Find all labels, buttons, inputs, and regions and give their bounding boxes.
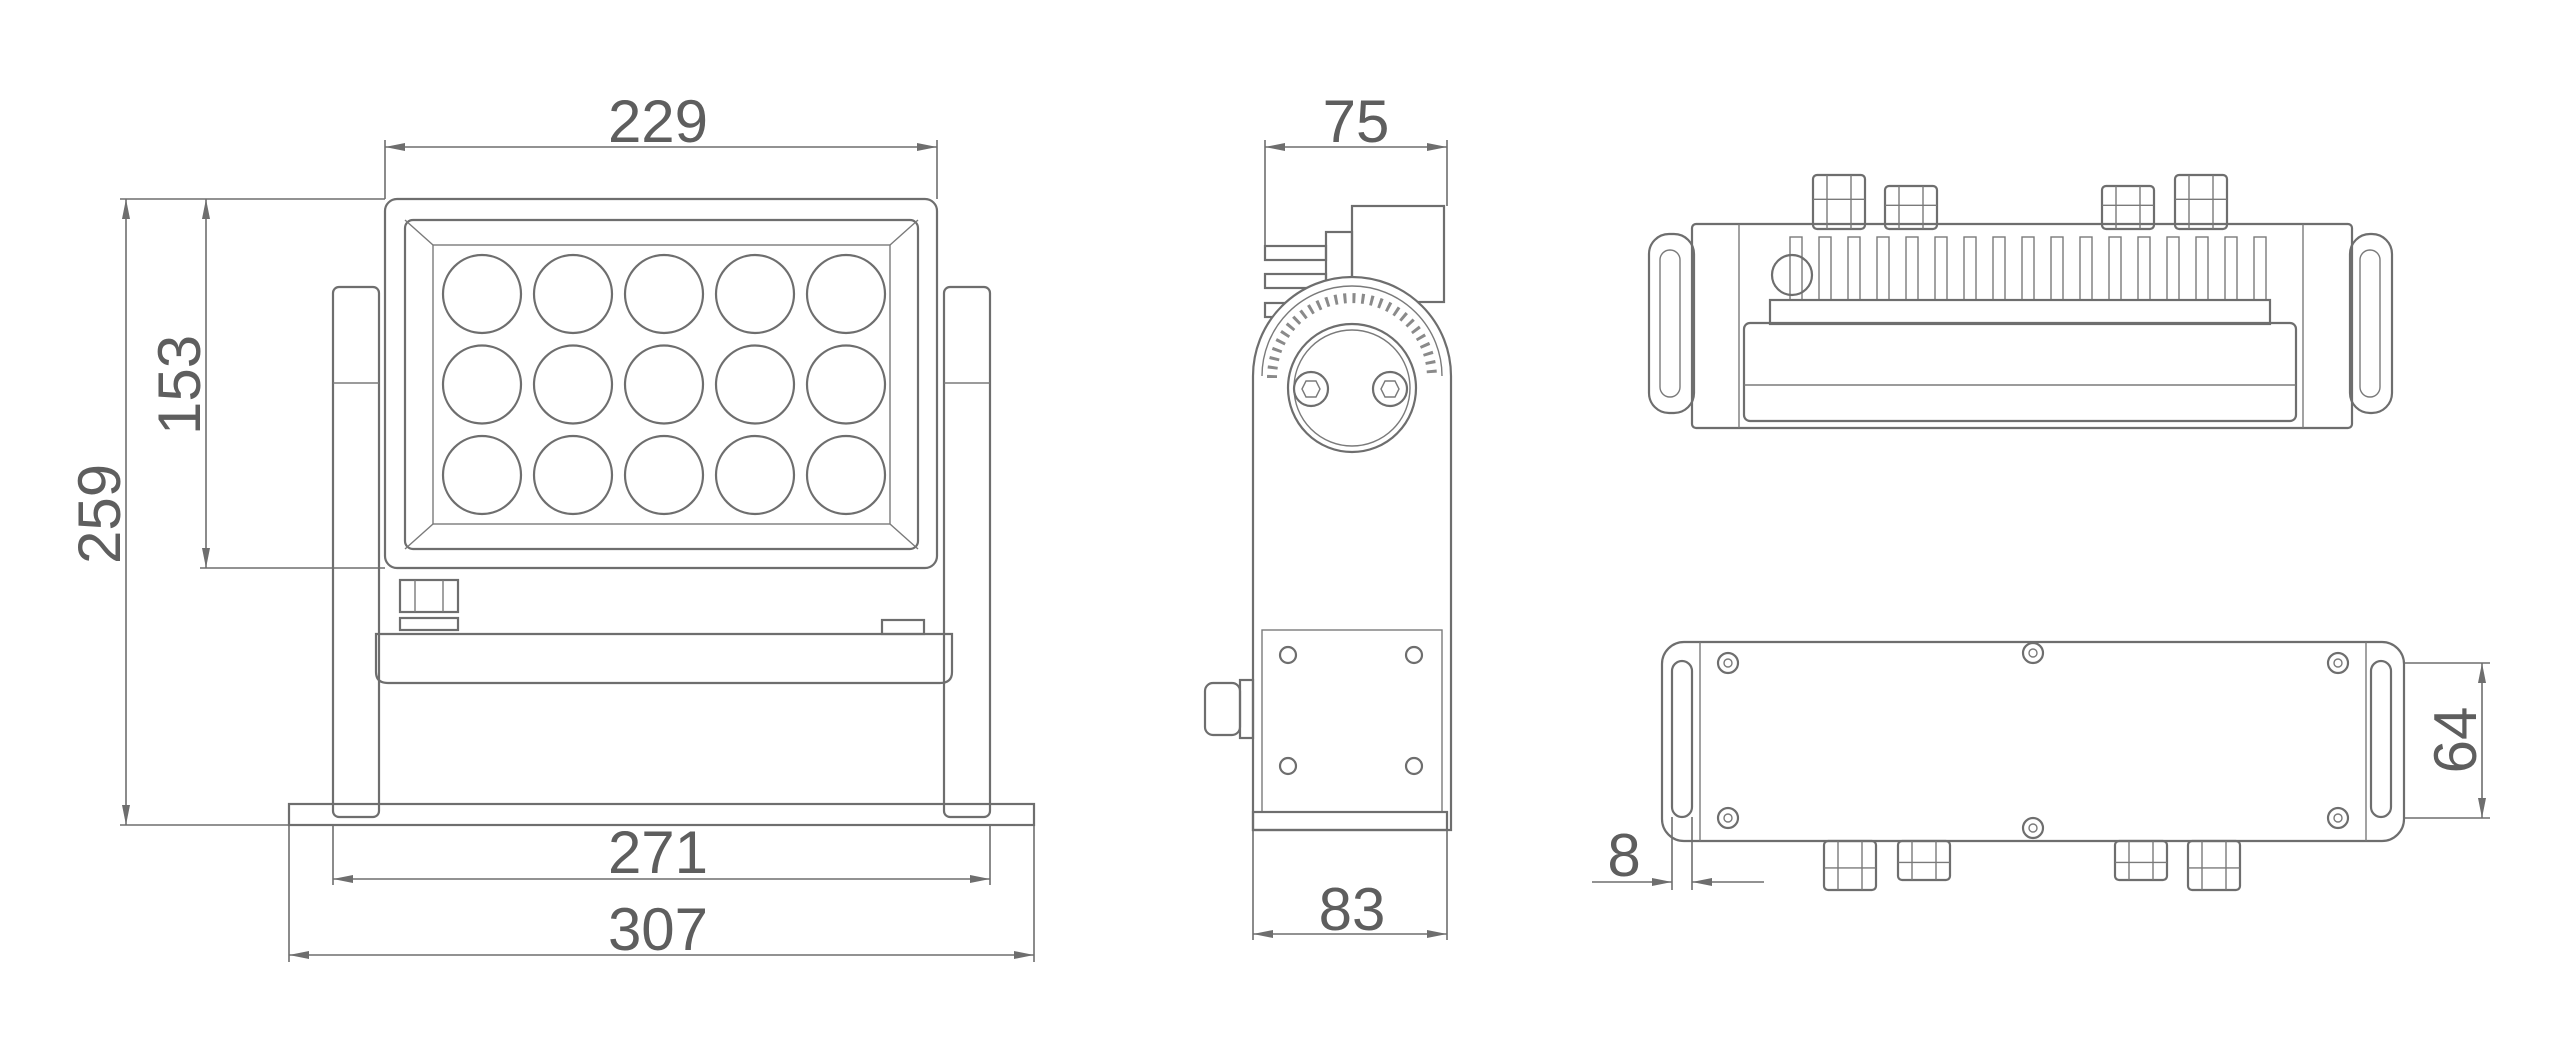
bottom-body	[1660, 640, 2406, 843]
screw	[2326, 806, 2350, 830]
fin	[1847, 236, 1861, 301]
bracket-right	[942, 285, 992, 819]
dim-label: 75	[1323, 88, 1390, 155]
top-body	[1690, 222, 2354, 430]
side-view: 75 83	[1203, 88, 1453, 943]
cable-gland	[2113, 839, 2169, 882]
cable-gland	[1883, 184, 1939, 231]
mount-slot-right	[2369, 659, 2393, 819]
led-lens	[623, 253, 705, 335]
led-lens	[805, 434, 887, 516]
dim-label: 307	[608, 896, 708, 963]
side-screws	[1278, 645, 1424, 776]
led-lens	[623, 434, 705, 516]
led-lens	[441, 434, 523, 516]
screw	[2326, 651, 2350, 675]
fin	[1963, 236, 1977, 301]
dim-75: 75	[1264, 88, 1448, 246]
dim-label: 153	[146, 335, 213, 435]
cable-glands-top	[1811, 173, 2229, 231]
dim-259: 259	[66, 198, 385, 826]
cable-gland	[1822, 839, 1878, 892]
cable-gland	[1811, 173, 1867, 231]
dim-label: 64	[2422, 707, 2489, 774]
lens-panel	[432, 244, 891, 525]
housing-bottom-cover	[374, 632, 954, 685]
driver-box	[1742, 321, 2298, 423]
cable-gland	[1896, 839, 1952, 882]
bottom-screws	[1716, 641, 2350, 840]
led-lens	[623, 344, 705, 425]
fin	[1818, 236, 1832, 301]
cable-gland-side	[1203, 678, 1255, 740]
housing-bezel	[403, 218, 920, 551]
cable-gland	[2173, 173, 2229, 231]
top-view	[1647, 173, 2394, 430]
dim-label: 259	[66, 464, 133, 564]
fin	[2253, 236, 2267, 301]
fin	[2195, 236, 2209, 301]
handle-right	[2348, 232, 2394, 415]
dim-83: 83	[1252, 830, 1448, 943]
cable-gland	[2186, 839, 2242, 892]
bottom-view: 64 8	[1592, 640, 2490, 892]
fin	[1905, 236, 1919, 301]
screw	[2021, 816, 2045, 840]
led-lens	[532, 434, 614, 516]
fin	[1992, 236, 2006, 301]
led-array	[441, 253, 887, 516]
bezel-corners	[404, 219, 919, 550]
fin	[2108, 236, 2122, 301]
led-lens	[532, 253, 614, 335]
dim-307: 307	[288, 825, 1035, 963]
front-view: 229 259 153 271 307	[66, 88, 1036, 963]
dim-label: 8	[1607, 822, 1640, 889]
heatsink-fins	[1789, 236, 2267, 301]
dim-8: 8	[1592, 817, 1764, 890]
cable-glands-bottom	[1822, 839, 2242, 892]
dim-153: 153	[146, 199, 385, 569]
vent-valve	[880, 618, 926, 636]
side-bracket	[1251, 275, 1453, 832]
base-plate	[287, 802, 1036, 827]
screw	[1716, 651, 1740, 675]
fin	[2079, 236, 2093, 301]
side-base	[1251, 810, 1449, 832]
led-lens	[714, 344, 796, 425]
screw	[1716, 806, 1740, 830]
dim-label: 83	[1319, 876, 1386, 943]
dim-label: 271	[608, 819, 708, 886]
fin	[2137, 236, 2151, 301]
led-lens	[714, 434, 796, 516]
bracket-left	[331, 285, 381, 819]
tilt-hub	[1286, 322, 1418, 454]
led-lens	[805, 344, 887, 425]
dim-229: 229	[384, 88, 938, 199]
cable-gland-front	[398, 578, 460, 632]
mount-slot-left	[1670, 659, 1694, 819]
dim-64: 64	[2404, 662, 2490, 819]
led-lens	[805, 253, 887, 335]
led-lens	[532, 344, 614, 425]
fin	[1876, 236, 1890, 301]
cable-gland	[2100, 184, 2156, 231]
housing	[383, 197, 939, 570]
fin	[2021, 236, 2035, 301]
fin	[2166, 236, 2180, 301]
led-lens	[441, 344, 523, 425]
dim-271: 271	[332, 819, 991, 886]
hex-bolt-icon	[1292, 370, 1409, 408]
screw	[2021, 641, 2045, 665]
fin	[1789, 236, 1803, 301]
handle-left	[1647, 232, 1696, 415]
dim-label: 229	[608, 88, 708, 155]
led-lens	[714, 253, 796, 335]
fin	[2224, 236, 2238, 301]
fin	[2050, 236, 2064, 301]
fin	[1934, 236, 1948, 301]
led-lens	[441, 253, 523, 335]
